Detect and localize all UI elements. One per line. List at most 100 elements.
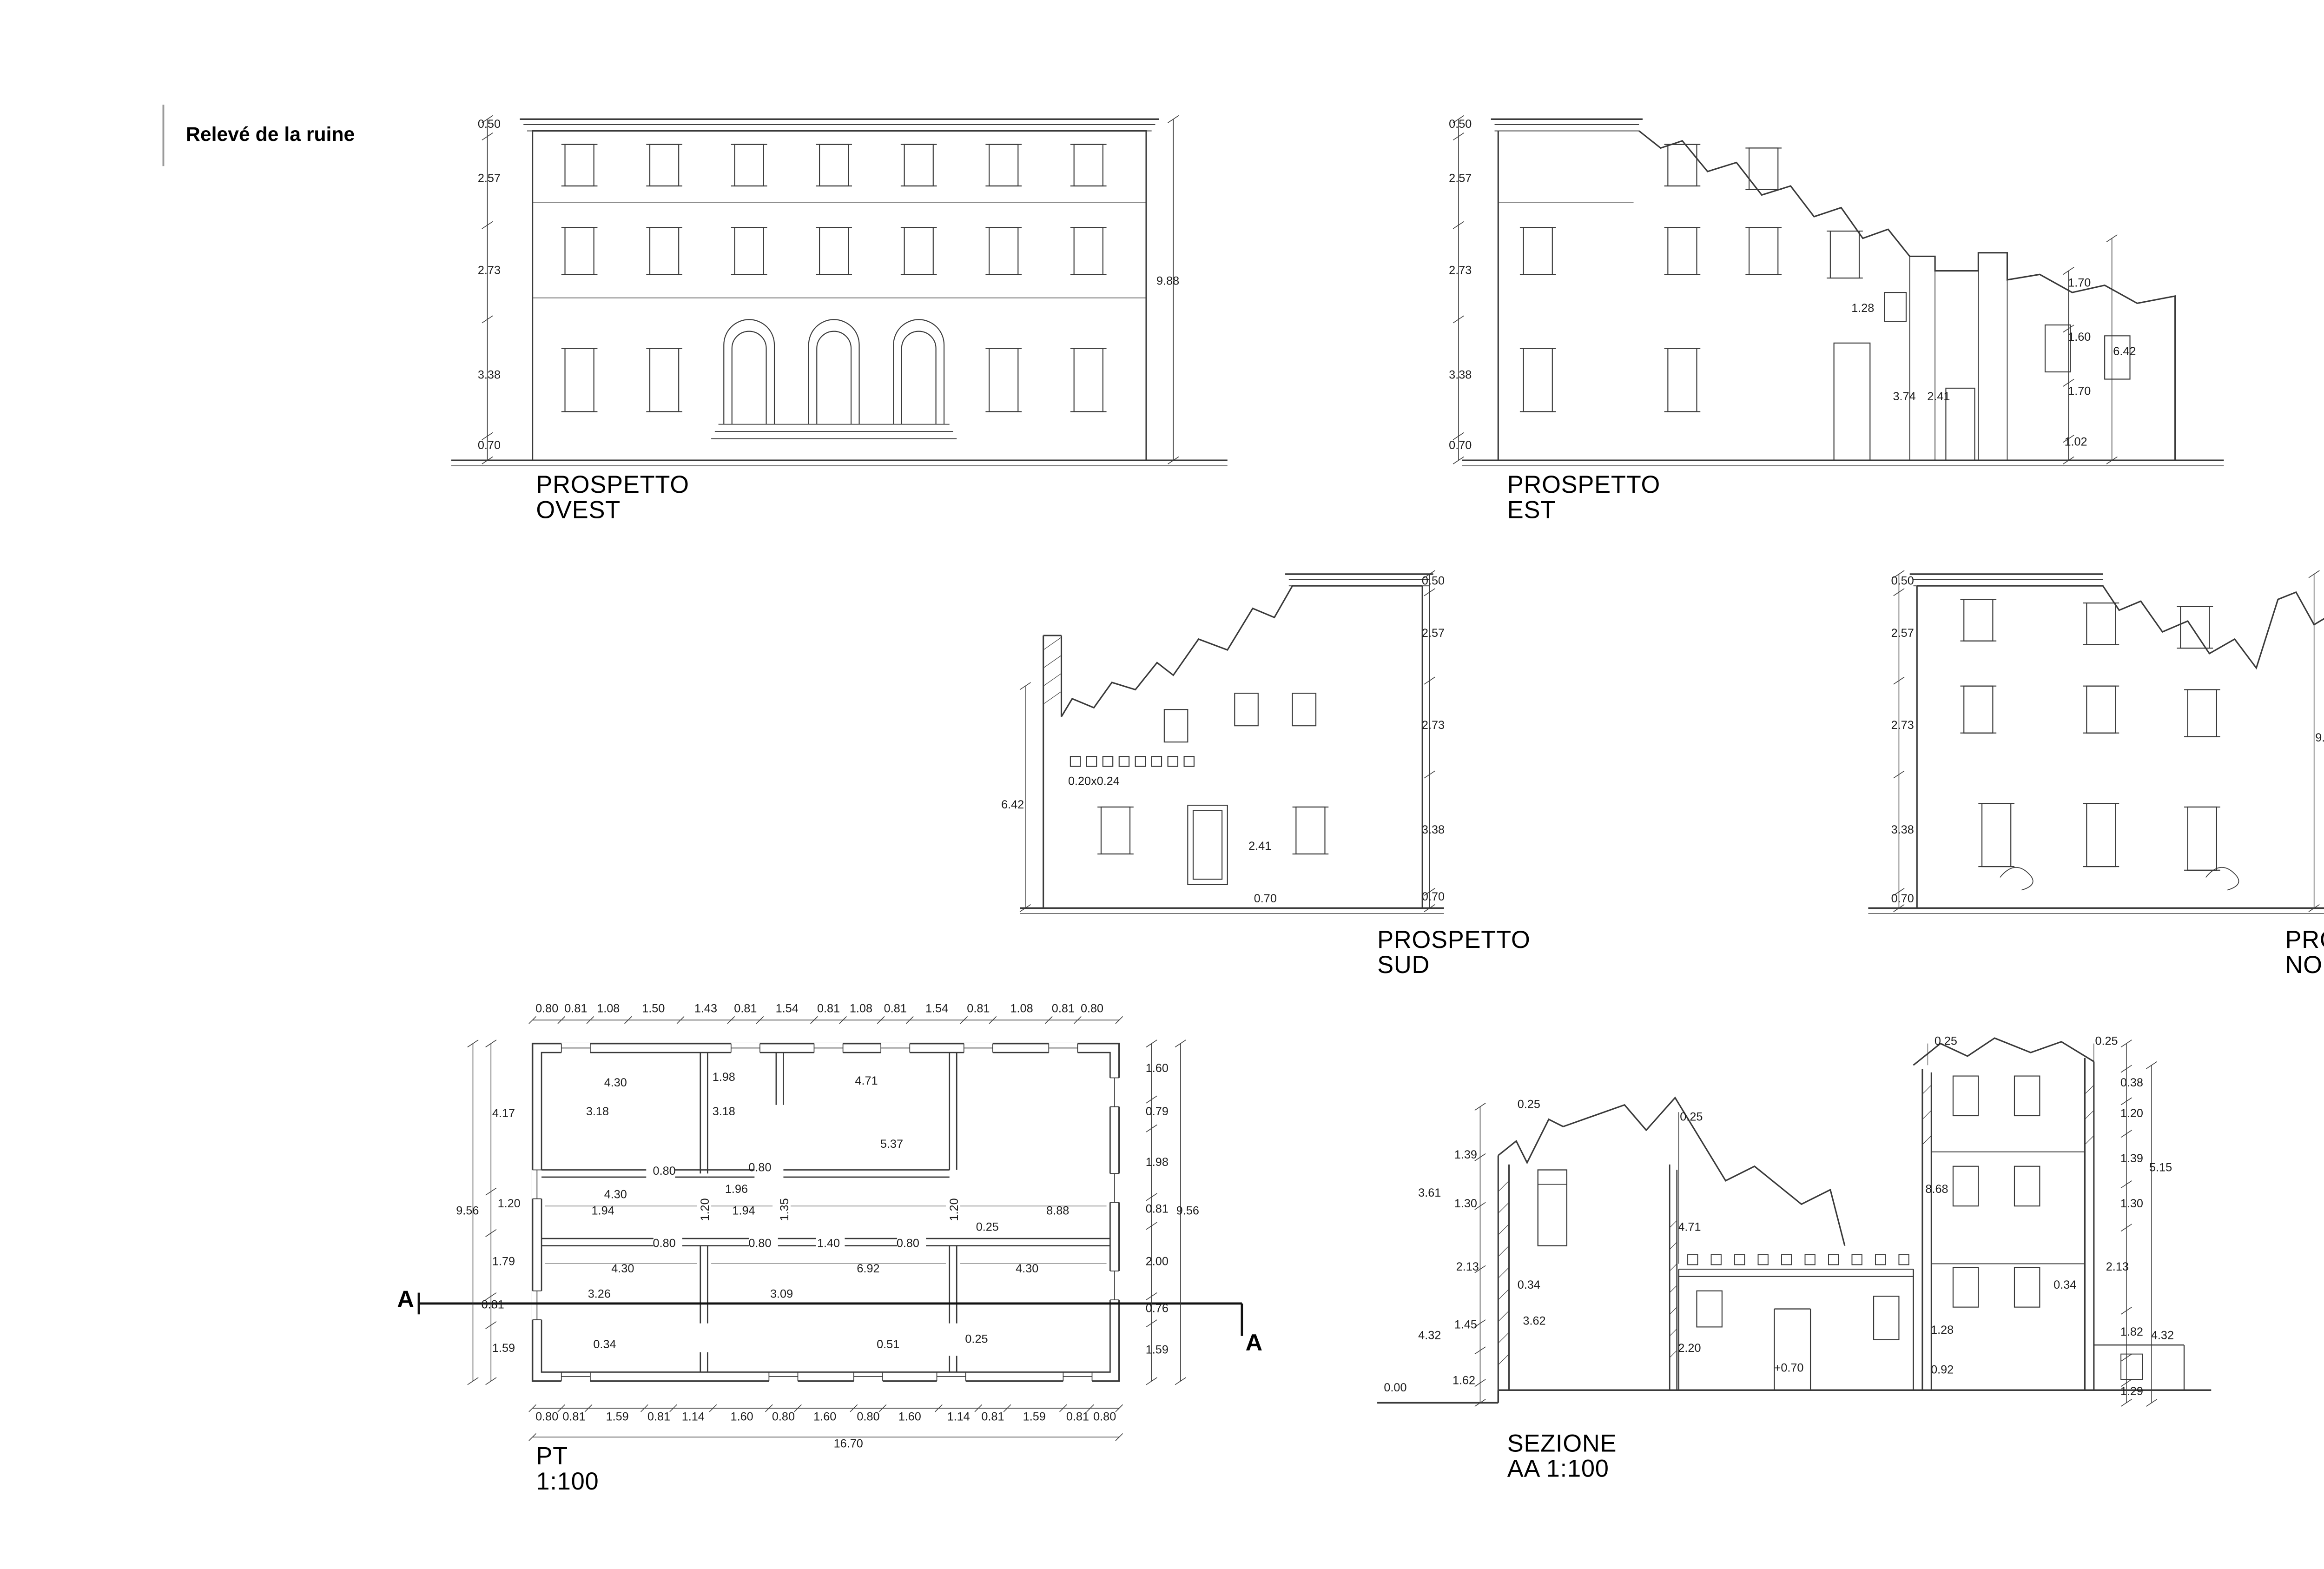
section-dimension-label: 1.39 — [1454, 1149, 1477, 1163]
south-dimension-label: 2.41 — [1248, 841, 1272, 854]
south-dimension-label: 0.70 — [1254, 893, 1277, 906]
section-dimension-label: 1.82 — [2120, 1326, 2143, 1339]
south-dimension-label: 3.38 — [1421, 824, 1445, 837]
west-title-line1: PROSPETTO — [536, 471, 689, 498]
plan-dimension-label: 0.81 — [562, 1411, 586, 1424]
west-elevation-title: PROSPETTO OVEST — [536, 471, 689, 523]
plan-dimension-label: 0.25 — [976, 1222, 999, 1235]
east-dimension-label: 1.70 — [2068, 278, 2091, 291]
south-windows-group — [1070, 693, 1329, 885]
south-dimension-label: 0.20x0.24 — [1068, 775, 1120, 789]
south-dimension-label: 0.70 — [1421, 891, 1445, 904]
south-elevation-drawing — [1019, 570, 1444, 914]
plan-dimension-label: 0.25 — [965, 1333, 988, 1347]
plan-dimension-label: 1.60 — [1145, 1063, 1169, 1076]
section-dimension-label: 5.15 — [2149, 1162, 2172, 1175]
plan-dimension-label: 1.14 — [947, 1411, 970, 1424]
section-dimension-label: 8.68 — [1925, 1184, 1948, 1197]
plan-section-line — [417, 1292, 1243, 1336]
section-dimension-label: 0.38 — [2120, 1077, 2143, 1090]
plan-dimension-label: 0.81 — [967, 1003, 990, 1016]
plan-dimension-label: 2.00 — [1145, 1256, 1169, 1269]
section-dimension-label: 1.39 — [2120, 1153, 2143, 1166]
section-dimension-label: 0.25 — [2095, 1036, 2118, 1049]
east-dimension-label: 2.41 — [1927, 391, 1950, 404]
plan-dimension-label: 0.80 — [653, 1238, 676, 1251]
plan-dimension-label: 0.81 — [734, 1003, 757, 1016]
east-elevation-title: PROSPETTO EST — [1507, 472, 1660, 523]
section-title-line2: AA 1:100 — [1507, 1455, 1609, 1482]
plan-dimension-label: 1.14 — [681, 1411, 705, 1424]
north-title-line2: NORD — [2285, 951, 2324, 978]
west-dimension-lines — [482, 115, 1179, 464]
plan-dimension-label: 16.70 — [833, 1438, 863, 1451]
plan-dimension-label: 0.80 — [772, 1411, 795, 1424]
section-marker-a-left: A — [397, 1285, 414, 1313]
plan-dimension-label: 4.30 — [604, 1189, 627, 1202]
south-dimension-label: 6.42 — [1001, 799, 1024, 812]
east-dimension-label: 1.60 — [2068, 331, 2091, 344]
plan-dimension-label: 1.60 — [813, 1411, 837, 1424]
east-dimension-label: 1.02 — [2064, 436, 2087, 450]
east-windows-group — [1519, 144, 2131, 461]
section-dimension-lines — [1377, 1039, 2158, 1407]
section-dimension-label: 0.92 — [1931, 1364, 1954, 1377]
east-dimension-label: 0.50 — [1449, 119, 1472, 132]
north-windows-group — [1960, 598, 2239, 891]
plan-dimension-label: 1.98 — [712, 1072, 735, 1085]
north-dimension-label: 2.73 — [1891, 720, 1914, 733]
east-dimension-label: 2.57 — [1449, 172, 1472, 186]
west-dimension-label: 0.70 — [477, 440, 501, 453]
section-dimension-label: 3.61 — [1418, 1187, 1441, 1200]
west-windows-group — [561, 144, 1107, 439]
section-dimension-label: 1.30 — [1454, 1198, 1477, 1211]
north-dimension-label: 9.88 — [2315, 732, 2324, 745]
section-windows-group — [1952, 1075, 2040, 1308]
south-dimension-label: 2.73 — [1421, 720, 1445, 733]
west-dimension-label: 2.57 — [477, 172, 501, 186]
west-elevation-drawing — [451, 115, 1228, 466]
section-dimension-label: 2.13 — [1456, 1261, 1479, 1274]
plan-dimension-label: 1.59 — [606, 1411, 629, 1424]
section-title: SEZIONE AA 1:100 — [1507, 1431, 1617, 1482]
plan-dimension-label: 1.40 — [817, 1238, 840, 1251]
south-dimension-label: 0.50 — [1421, 575, 1445, 589]
plan-drawing — [417, 1016, 1243, 1441]
east-dimension-label: 1.28 — [1851, 303, 1875, 316]
plan-dimension-label: 0.79 — [1145, 1106, 1169, 1119]
plan-dimension-label: 1.59 — [1145, 1344, 1169, 1357]
plan-dimension-label: 0.81 — [981, 1411, 1004, 1424]
section-dimension-label: 1.20 — [2120, 1108, 2143, 1121]
section-dimension-label: 0.25 — [1517, 1099, 1540, 1112]
east-dimension-label: 6.42 — [2113, 346, 2136, 359]
north-title-line1: PROSPETTO — [2285, 926, 2324, 953]
plan-dimension-label: 1.54 — [775, 1003, 799, 1016]
plan-dimension-label: 0.80 — [896, 1238, 919, 1251]
plan-dimension-label: 4.30 — [1016, 1263, 1039, 1276]
section-dimension-label: 2.20 — [1678, 1343, 1701, 1356]
west-dimension-label: 0.50 — [477, 119, 501, 132]
plan-dimension-label: 1.43 — [694, 1003, 718, 1016]
section-dimension-label: 0.34 — [2053, 1279, 2077, 1292]
plan-dimension-label: 0.81 — [647, 1411, 671, 1424]
sheet-title: Relevé de la ruine — [186, 124, 355, 146]
south-dimension-lines — [1019, 570, 1435, 912]
east-dimension-label: 3.38 — [1449, 370, 1472, 383]
plan-dimension-label: 0.80 — [1093, 1411, 1116, 1424]
section-dimension-label: +0.70 — [1774, 1363, 1804, 1376]
plan-dimension-label: 1.20 — [949, 1198, 962, 1221]
north-dimension-lines — [1893, 570, 2320, 912]
plan-dimension-label: 1.94 — [732, 1205, 755, 1218]
plan-dimension-label: 3.18 — [586, 1106, 609, 1119]
south-dimension-label: 2.57 — [1421, 628, 1445, 641]
section-dimension-label: 1.29 — [2120, 1386, 2143, 1399]
plan-dimension-label: 1.08 — [597, 1003, 620, 1016]
plan-openings-group — [531, 1042, 1120, 1384]
plan-dimension-label: 0.80 — [535, 1003, 559, 1016]
section-corbels-group — [1687, 1254, 1910, 1265]
plan-dimension-label: 1.08 — [1010, 1003, 1033, 1016]
north-dimension-label: 0.50 — [1891, 575, 1914, 589]
plan-dimension-label: 4.30 — [611, 1263, 634, 1276]
plan-dimension-label: 1.98 — [1145, 1157, 1169, 1170]
plan-dimension-label: 1.59 — [492, 1343, 515, 1356]
